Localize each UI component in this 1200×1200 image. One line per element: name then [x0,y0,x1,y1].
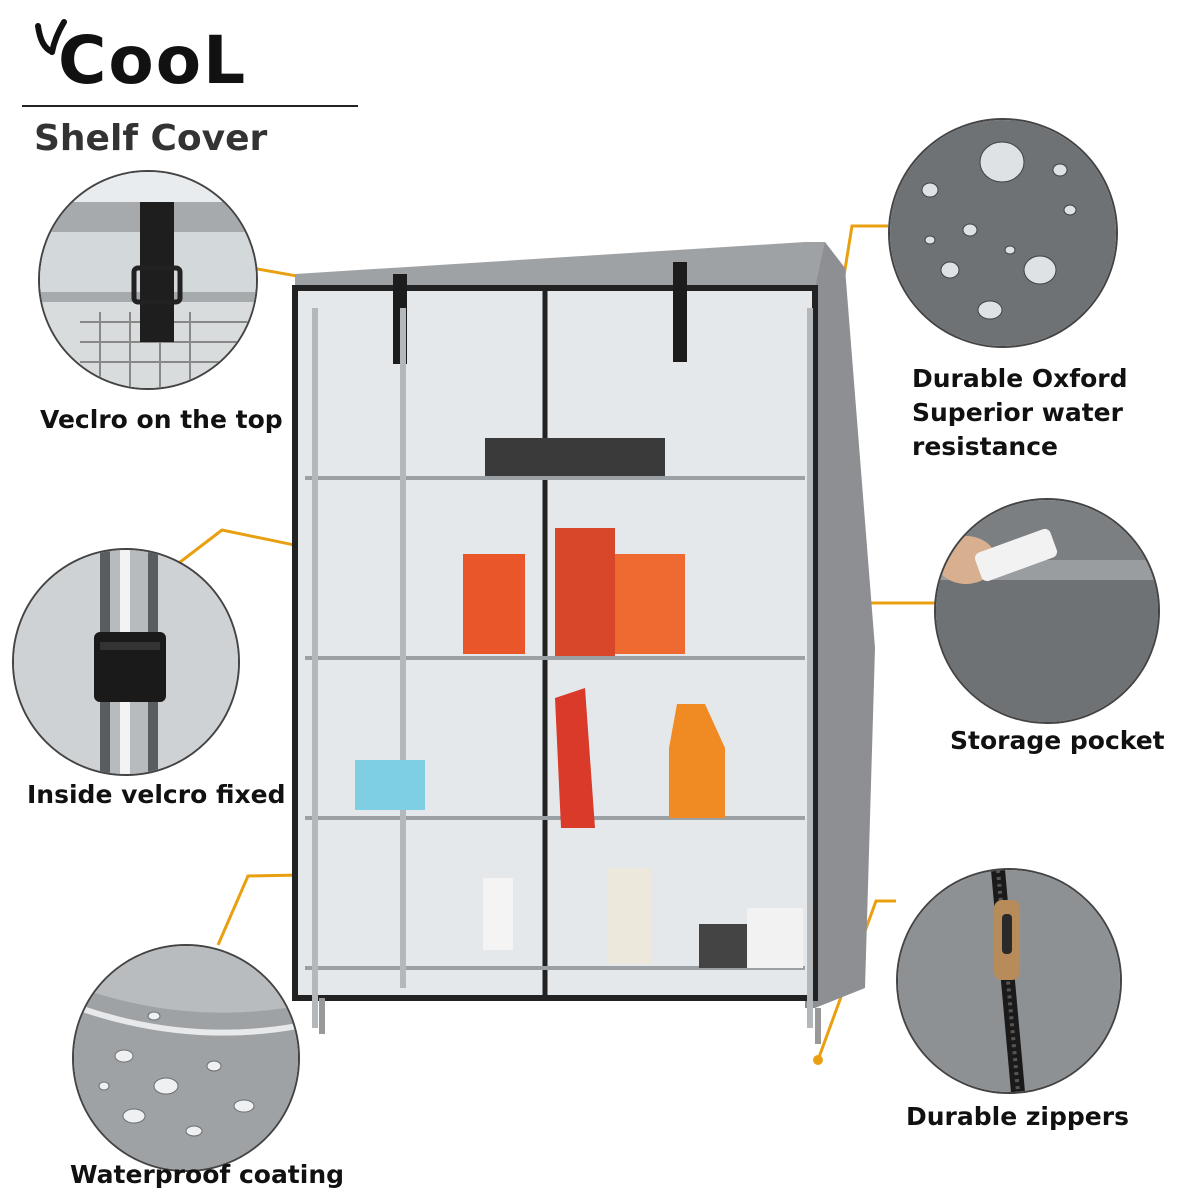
sprout-logo-icon [35,19,67,55]
storage-pocket-detail-image [934,498,1160,724]
shelf-cover-product-image [292,242,875,1044]
waterproof-coating-detail-image [72,944,300,1172]
header-divider [22,105,358,107]
feature-label-velcro-top: Veclro on the top [40,405,283,434]
page-title: Shelf Cover [34,118,268,159]
feature-label-waterproof: Waterproof coating [70,1160,345,1189]
velcro-top-detail-image [38,170,258,390]
feature-label-zippers: Durable zippers [906,1102,1129,1131]
oxford-fabric-detail-image [888,118,1118,348]
brand-logo: CooL [58,22,248,99]
inside-velcro-detail-image [12,548,240,776]
feature-label-storage-pocket: Storage pocket [950,726,1165,755]
zipper-detail-image [896,868,1122,1094]
feature-label-inside-velcro: Inside velcro fixed [27,780,286,809]
feature-label-oxford: Durable Oxford Superior water resistance [912,364,1128,461]
